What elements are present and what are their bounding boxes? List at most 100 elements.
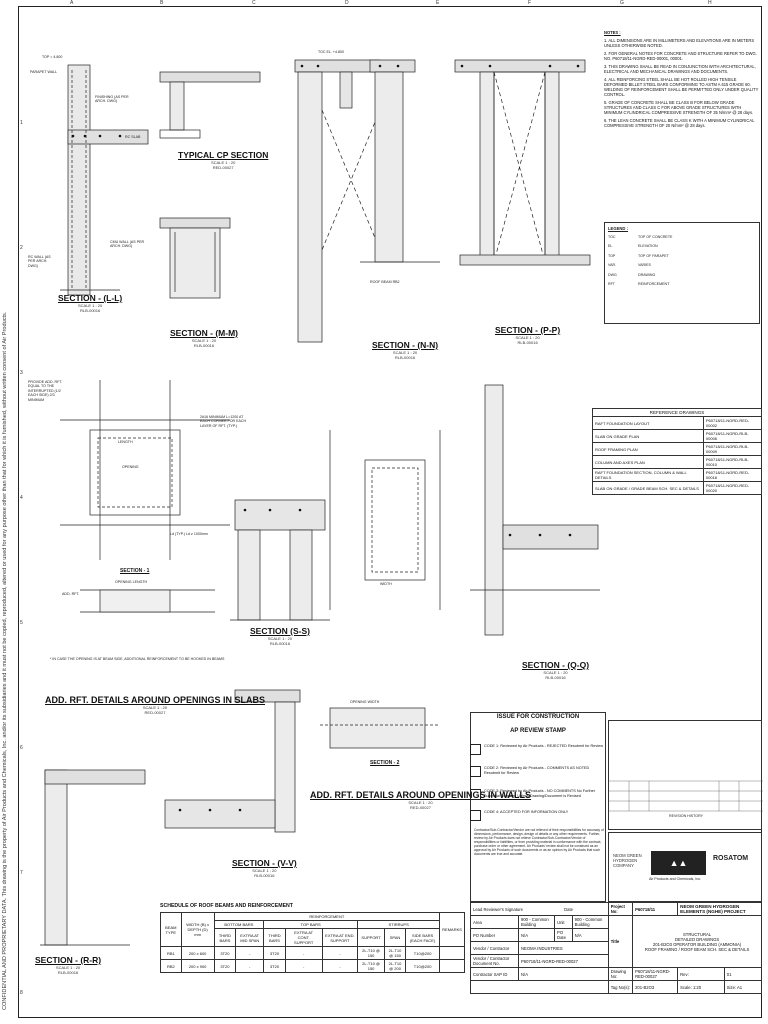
slab-openings-scale: SCALE 1 : 20 [142,705,168,710]
col-side-bars: SIDE BARS (EACH FACE) [405,928,441,947]
schedule-cell-cont: - [284,959,323,973]
size-value: A1 [737,984,743,990]
grid-column-b: B [160,0,164,6]
section-rr-ref: RLB-00016 [57,970,79,975]
grid-column-g: G [620,0,624,6]
grid-row-1: 1 [20,120,23,126]
section-rr-scale: SCALE 1 : 20 [55,965,81,970]
schedule-cell-support: 2L-T10 @ 150 [357,946,385,960]
schedule-cell-size: 200 x 600 [180,946,215,960]
review-stamp [470,712,606,902]
grid-row-4: 4 [20,495,23,501]
title-label: Title [607,915,634,968]
wall-openings-ref: RED-00027 [410,805,431,810]
reference-number: P60718/11-NGRD-RLB-00010 [702,455,763,469]
logo-area: NEOM GREEN HYDROGEN COMPANY ▲▲ Air Produ… [608,832,762,902]
label-rc-slab: RC SLAB [125,135,141,139]
stamp-code-text: CODE 2: Reviewed by Air Products - COMME… [484,766,590,775]
stamp-checkbox[interactable] [470,766,481,777]
col-span: SPAN [383,928,407,947]
note-item: 4. ALL REINFORCING STEEL SHALL BE HOT RO… [604,77,759,97]
tag-value: 201-B2O3 [632,980,679,994]
legend-item: VAR.VARIES [608,263,756,267]
air-products-logo: ▲▲ [651,851,706,875]
wall-openings-title: ADD. RFT. DETAILS AROUND OPENINGS IN WAL… [310,790,532,800]
col-extra-end: EXTRA AT END. SUPPORT [321,928,359,947]
section-mm: SECTION - (M-M) SCALE 1 : 20 RLB-00016 [170,328,238,348]
vendor-doc-value: P60718/11-NGRD-RED-00027 [518,954,609,968]
stamp-code-text: CODE 3: Reviewed by Air Products - NO CO… [484,789,595,798]
legend-title: LEGEND : [608,226,629,231]
schedule-cell-remarks [439,959,465,973]
section-qq: SECTION - (Q-Q) SCALE 1 : 20 RLB-00016 [522,660,589,680]
schedule-cell-end: - [321,959,359,973]
section-vv-scale: SCALE 1 : 20 [252,868,277,873]
section-ss: SECTION (S-S) SCALE 1 : 20 RLB-00016 [250,626,310,646]
section-ss-title: SECTION (S-S) [250,626,310,636]
section-ll: SECTION - (L-L) SCALE 1 : 20 RLB-00016 [58,293,122,313]
slab-openings-title: ADD. RFT. DETAILS AROUND OPENINGS IN SLA… [45,695,266,705]
section-qq-scale: SCALE 1 : 20 [543,670,568,675]
section-mm-scale: SCALE 1 : 20 [191,338,217,343]
stamp-disclaimer: Contractor/Sub-Contractor/Vendor are not… [474,828,604,856]
stamp-code-text: CODE 1: Reviewed by Air Products - REJEC… [484,744,604,748]
schedule-cell-bottom: 3T20 [213,946,237,960]
reference-name: SLAB ON GRADE PLAN [592,429,704,443]
section-pp-scale: SCALE 1 : 20 [515,335,540,340]
section-cp-scale: SCALE 1 : 20 [211,160,236,165]
section-cp: TYPICAL CP SECTION SCALE 1 : 20 RED-0002… [178,150,268,170]
reference-row: RAFT FOUNDATION SECTION, COLUMN & WALL D… [592,468,763,482]
stamp-checkbox[interactable] [470,744,481,755]
vendor-value: NEOMA INDUSTRIES [518,941,609,955]
schedule-cell-side: T10@200 [405,946,441,960]
label-roof-beam: ROOF BEAM RB2 [370,280,400,284]
section-cp-title: TYPICAL CP SECTION [178,150,269,160]
legend-abbr: DWG [608,272,617,277]
col-third-bars: THIRD BARS [213,928,237,947]
section-2-title: SECTION - 2 [370,760,400,766]
contractor-logo: ROSATOM [713,855,749,862]
label-add-rft: ADD. RFT. [62,592,80,596]
schedule-cell-side: T10@200 [405,959,441,973]
grid-column-d: D [345,0,349,6]
rev-label: Rev: [677,967,725,981]
schedule-cell-size: 200 x 900 [180,959,215,973]
stamp-code-text: CODE 4: ACCEPTED FOR INFORMATION ONLY [484,810,569,814]
reference-row: SLAB ON GRADE / GRADE BEAM SCH. SEC & DE… [592,481,763,495]
reference-number: P60718/11-NGRD-RED-00002 [702,416,763,430]
reference-name: RAFT FOUNDATION SECTION, COLUMN & WALL D… [592,468,704,482]
schedule-cell-span: 2L-T10 @ 150 [383,946,407,960]
issue-for-construction: ISSUE FOR CONSTRUCTION [496,714,580,720]
label-opening: OPENING [122,465,139,469]
grid-column-f: F [528,0,532,6]
section-rr: SECTION - (R-R) SCALE 1 : 20 RLB-00016 [35,955,101,975]
reference-number: P60718/11-NGRD-RLB-00006 [702,429,763,443]
grid-column-e: E [436,0,440,6]
stamp-checkbox[interactable] [470,789,481,800]
col-reinforcement: REINFORCEMENT [213,912,441,921]
section-pp: SECTION - (P-P) SCALE 1 : 20 RLB-00016 [495,325,560,345]
schedule-cell-type: RB2 [160,959,182,973]
drawing-title: STRUCTURAL DETAILED DRAWINGS 201-B2O3 OP… [632,915,762,968]
beam-schedule: BEAM TYPE WIDTH (B) x DEPTH (D) mm REINF… [160,912,465,973]
legend-desc: REINFORCEMENT [638,282,670,287]
label-finishing: FINISHING (AS PER ARCH. DWG) [95,95,129,104]
legend-desc: VARIES [638,263,651,268]
stamp-checkbox[interactable] [470,810,481,821]
section-vv: SECTION - (V-V) SCALE 1 : 20 RLB-00016 [232,858,297,878]
drawing-sheet [18,6,762,1018]
note-item: 3. THIS DRAWING SHALL BE READ IN CONJUNC… [604,64,756,74]
drawing-no-label: Drawing No: [607,967,634,981]
title-block: Lead Reviewer's Signature Date Project N… [469,902,763,994]
scale-value: 1:20 [692,984,702,990]
area-label: Area [469,915,520,929]
reference-drawings-title: REFERENCE DRAWINGS [592,408,762,417]
stamp-code-row: CODE 1: Reviewed by Air Products - REJEC… [470,744,605,755]
revision-history-label: REVISION HISTORY [668,814,704,818]
section-nn-ref: RLB-00016 [394,355,416,360]
